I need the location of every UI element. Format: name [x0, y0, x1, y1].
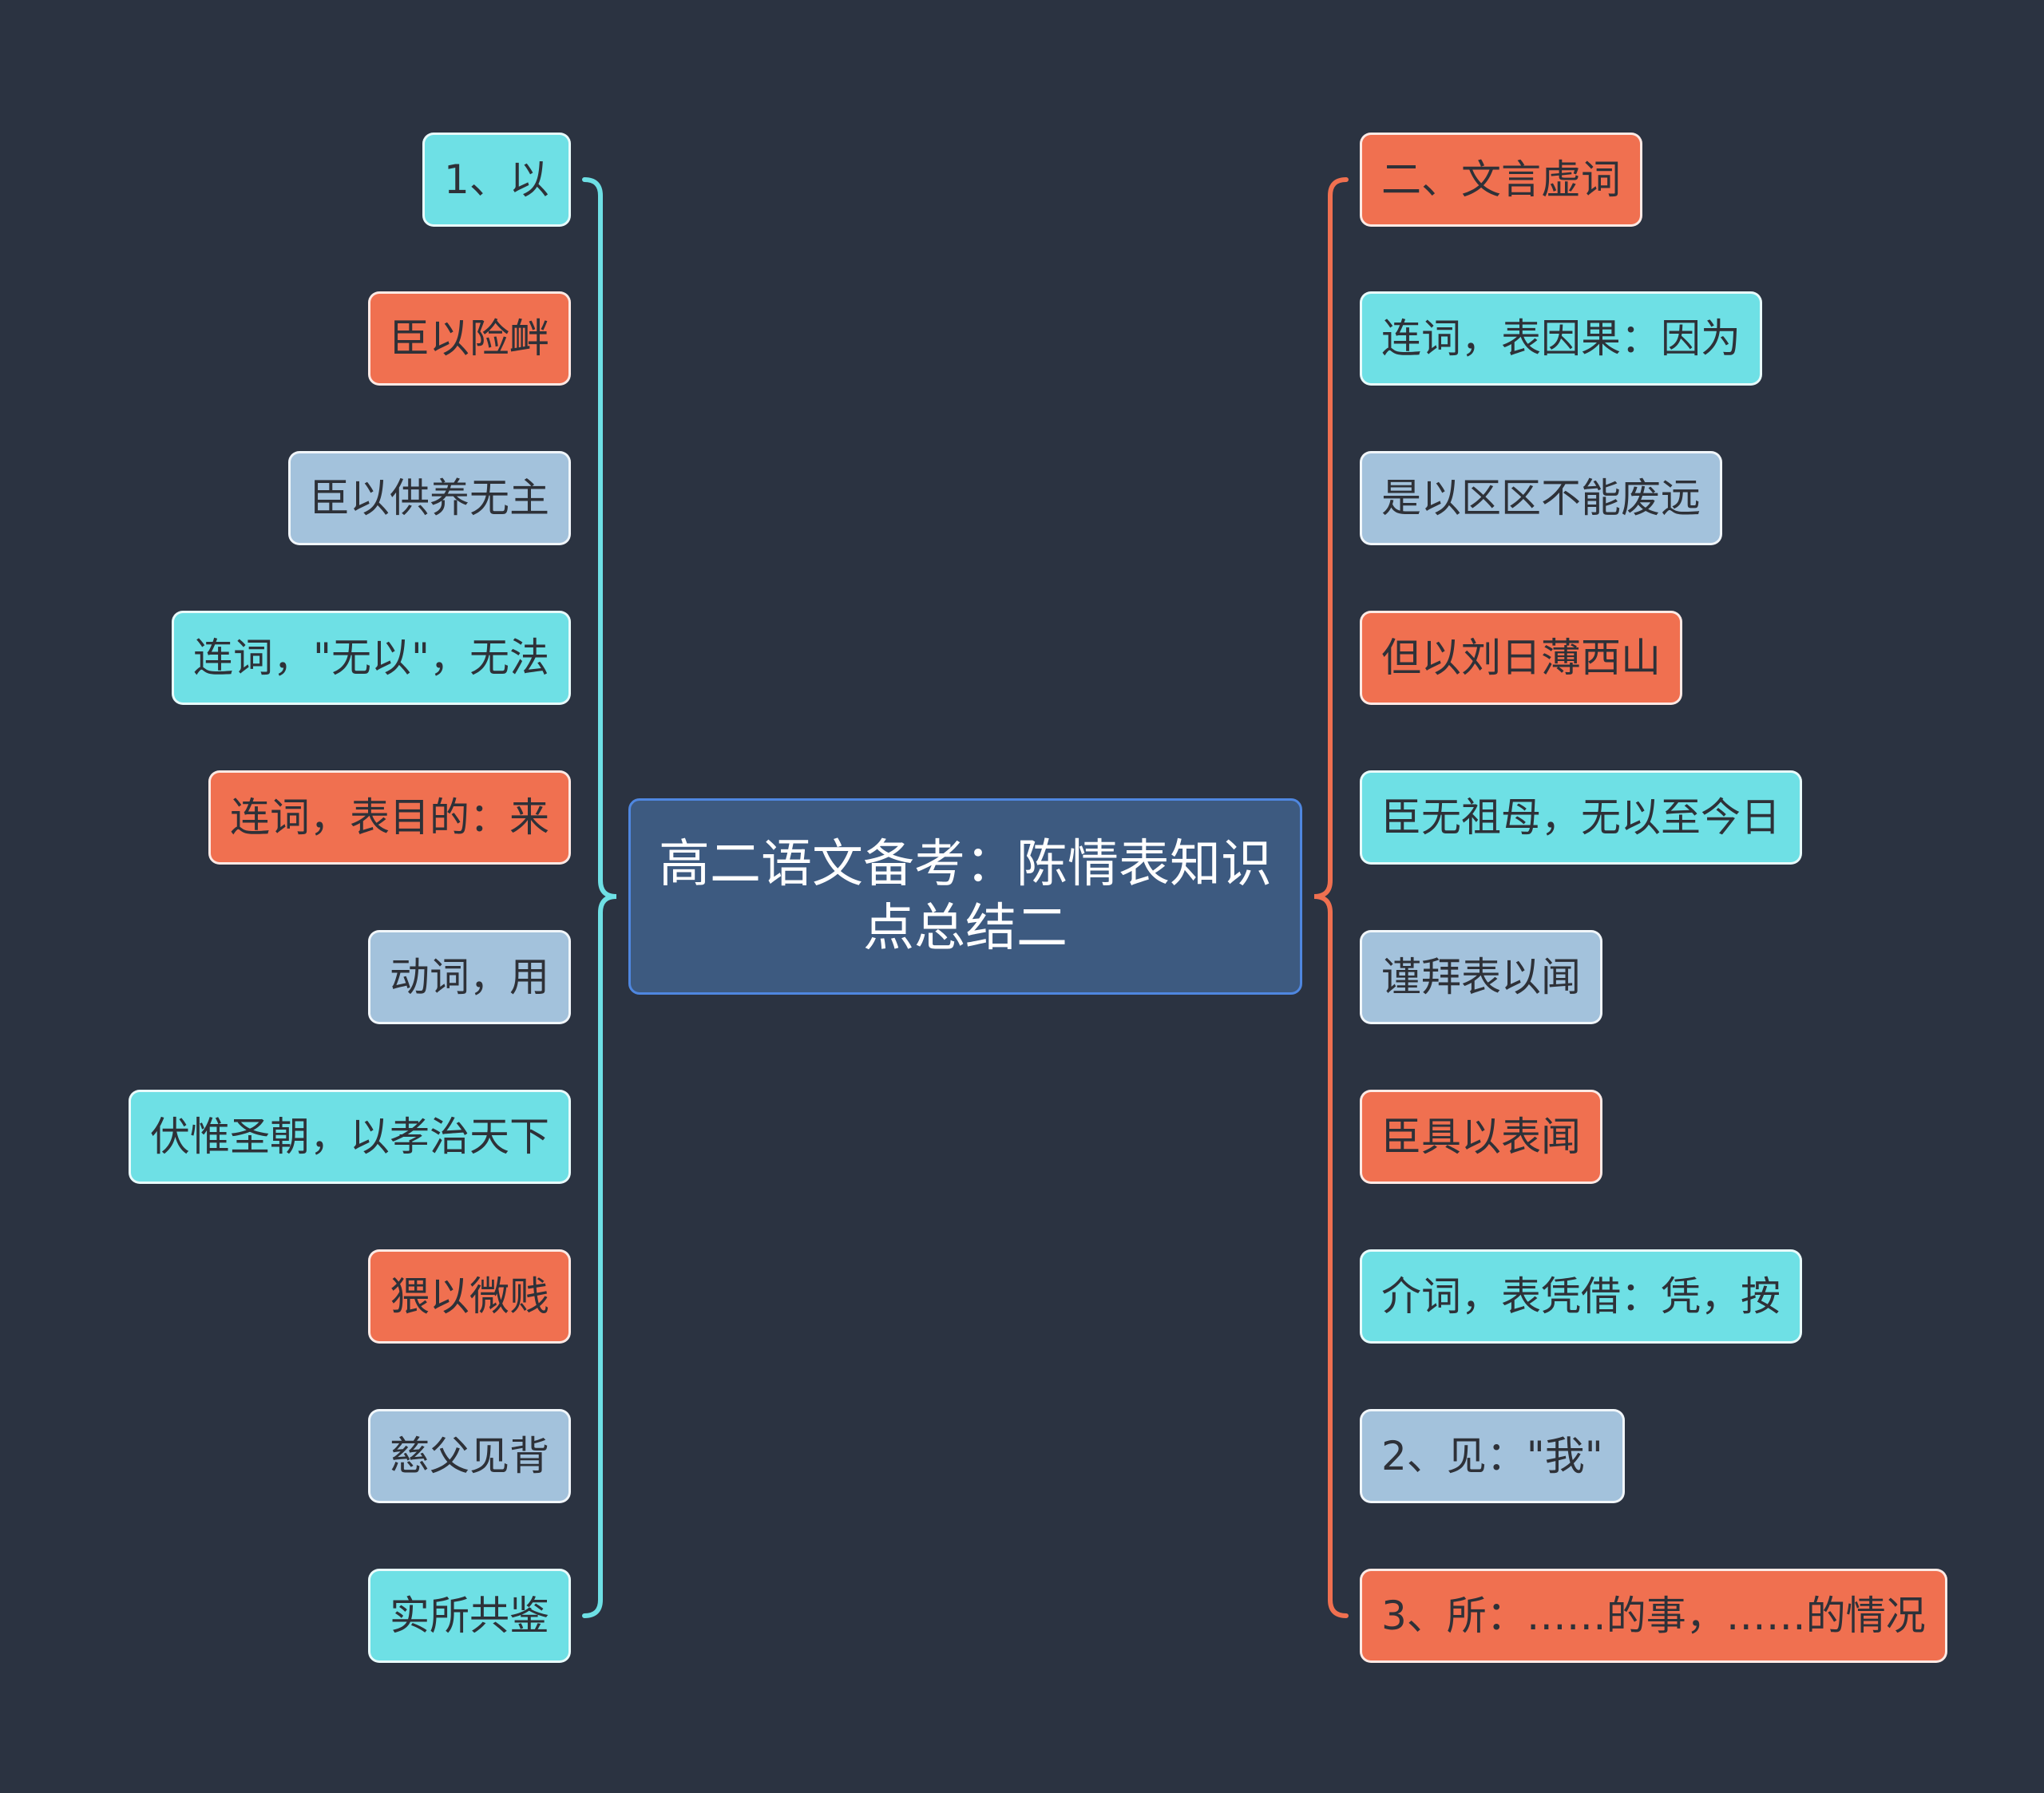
left-branch-bracket — [582, 177, 617, 1618]
central-topic[interactable]: 高二语文备考：陈情表知识点总结二 — [628, 798, 1302, 995]
right-node-1[interactable]: 二、文言虚词 — [1360, 133, 1642, 227]
right-node-10[interactable]: 3、所：……的事，……的情况 — [1360, 1569, 1947, 1663]
left-node-label: 动词，用 — [390, 954, 549, 1000]
left-node-label: 臣以供养无主 — [310, 475, 549, 521]
left-node-label: 连词，表目的：来 — [230, 794, 549, 841]
right-node-6[interactable]: 谨拜表以闻 — [1360, 930, 1602, 1024]
right-node-3[interactable]: 是以区区不能废远 — [1360, 451, 1722, 545]
left-node-label: 实所共鉴 — [390, 1593, 549, 1639]
right-node-5[interactable]: 臣无祖母，无以至今日 — [1360, 770, 1802, 865]
central-topic-label: 高二语文备考：陈情表知识点总结二 — [659, 835, 1272, 958]
right-node-label: 二、文言虚词 — [1381, 156, 1621, 203]
left-node-label: 慈父见背 — [390, 1433, 549, 1479]
left-node-6[interactable]: 动词，用 — [368, 930, 571, 1024]
right-node-8[interactable]: 介词，表凭借：凭，按 — [1360, 1249, 1802, 1344]
left-node-label: 猥以微贱 — [390, 1273, 549, 1320]
left-node-1[interactable]: 1、以 — [422, 133, 571, 227]
right-node-label: 介词，表凭借：凭，按 — [1381, 1273, 1781, 1320]
left-node-label: 伏惟圣朝，以孝治天下 — [150, 1114, 549, 1160]
left-node-8[interactable]: 猥以微贱 — [368, 1249, 571, 1344]
left-node-3[interactable]: 臣以供养无主 — [288, 451, 571, 545]
right-node-label: 臣具以表闻 — [1381, 1114, 1581, 1160]
left-node-label: 连词，"无以"，无法 — [193, 635, 549, 681]
right-node-label: 3、所：……的事，……的情况 — [1381, 1593, 1926, 1639]
right-node-label: 臣无祖母，无以至今日 — [1381, 794, 1781, 841]
left-node-7[interactable]: 伏惟圣朝，以孝治天下 — [129, 1090, 571, 1184]
right-node-2[interactable]: 连词，表因果：因为 — [1360, 291, 1762, 386]
left-node-label: 1、以 — [444, 156, 549, 203]
left-node-9[interactable]: 慈父见背 — [368, 1409, 571, 1503]
right-node-9[interactable]: 2、见："我" — [1360, 1409, 1625, 1503]
right-node-label: 谨拜表以闻 — [1381, 954, 1581, 1000]
left-node-4[interactable]: 连词，"无以"，无法 — [172, 611, 571, 705]
right-node-label: 2、见："我" — [1381, 1433, 1603, 1479]
left-node-label: 臣以险衅 — [390, 315, 549, 362]
right-node-label: 连词，表因果：因为 — [1381, 315, 1741, 362]
left-node-10[interactable]: 实所共鉴 — [368, 1569, 571, 1663]
right-node-label: 是以区区不能废远 — [1381, 475, 1701, 521]
right-branch-bracket — [1313, 177, 1349, 1618]
left-node-5[interactable]: 连词，表目的：来 — [208, 770, 571, 865]
right-node-4[interactable]: 但以刘日薄西山 — [1360, 611, 1682, 705]
right-node-label: 但以刘日薄西山 — [1381, 635, 1661, 681]
left-node-2[interactable]: 臣以险衅 — [368, 291, 571, 386]
right-node-7[interactable]: 臣具以表闻 — [1360, 1090, 1602, 1184]
